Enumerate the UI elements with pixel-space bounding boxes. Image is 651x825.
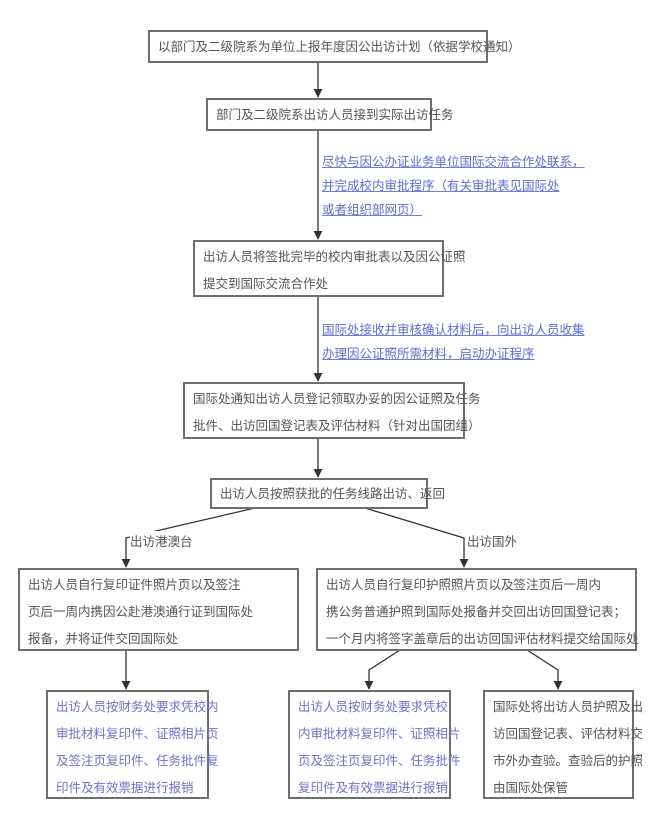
step-text: 提交到国际交流合作处 <box>203 276 329 291</box>
step-text: 页后一周内携因公赴港澳通行证到国际处 <box>28 604 254 619</box>
note-link-line[interactable]: 办理因公证照所需材料，启动办证程序 <box>322 346 535 361</box>
note-link-line[interactable]: 国际处接收并审核确认材料后，向出访人员收集 <box>322 322 585 337</box>
step-text: 页及签注页复印件、任务批件 <box>298 753 461 768</box>
step-hmt-reimburse: 出访人员按财务处要求凭校内 审批材料复印件、证照相片页 及签注页复印件、任务批件… <box>46 690 219 799</box>
step-text: 审批材料复印件、证照相片页 <box>56 726 219 741</box>
step-text: 访回国登记表、评估材料交 <box>493 726 644 741</box>
branch-label-abroad: 出访国外 <box>467 531 518 550</box>
step-text: 国际处通知出访人员登记领取办妥的因公证照及任务 <box>193 391 481 406</box>
step-text: 复印件及有效票据进行报销 <box>298 780 449 795</box>
step-text: 一个月内将签字盖章后的出访回国评估材料提交给国际处 <box>326 631 639 646</box>
step-notify-collect: 国际处通知出访人员登记领取办妥的因公证照及任务 批件、出访回国登记表及评估材料（… <box>183 382 481 439</box>
note-link-line[interactable]: 尽快与因公办证业务单位国际交流合作处联系， <box>322 154 585 169</box>
step-annual-plan: 以部门及二级院系为单位上报年度因公出访计划（依据学校通知） <box>148 30 521 63</box>
note-process-docs[interactable]: 国际处接收并审核确认材料后，向出访人员收集 办理因公证照所需材料，启动办证程序 <box>322 318 585 366</box>
step-abroad-reimburse: 出访人员按财务处要求凭校 内审批材料复印件、证照相片 页及签注页复印件、任务批件… <box>288 690 461 799</box>
step-text: 以部门及二级院系为单位上报年度因公出访计划（依据学校通知） <box>158 39 521 54</box>
step-hmt-report: 出访人员自行复印证件照片页以及签注 页后一周内携因公赴港澳通行证到国际处 报备，… <box>18 568 299 651</box>
step-text: 印件及有效票据进行报销 <box>56 780 194 795</box>
note-contact-office[interactable]: 尽快与因公办证业务单位国际交流合作处联系， 并完成校内审批程序（有关审批表见国际… <box>322 150 585 222</box>
step-text: 国际处将出访人员护照及出 <box>493 699 644 714</box>
step-text: 出访人员自行复印证件照片页以及签注 <box>28 577 241 592</box>
step-text: 出访人员按财务处要求凭校 <box>298 699 449 714</box>
step-text: 内审批材料复印件、证照相片 <box>298 726 461 741</box>
step-passport-custody: 国际处将出访人员护照及出 访回国登记表、评估材料交 市外办查验。查验后的护照 由… <box>483 690 644 799</box>
step-text: 出访人员按财务处要求凭校内 <box>56 699 219 714</box>
step-text: 及签注页复印件、任务批件复 <box>56 753 219 768</box>
arrow-travel-to-abroad <box>364 507 469 568</box>
step-travel: 出访人员按照获批的任务线路出访、返回 <box>210 478 446 509</box>
note-link-line[interactable]: 并完成校内审批程序（有关审批表见国际处 <box>322 178 560 193</box>
step-submit-approval: 出访人员将签批完毕的校内审批表以及因公证照 提交到国际交流合作处 <box>193 240 466 297</box>
step-receive-task: 部门及二级院系出访人员接到实际出访任务 <box>206 98 454 131</box>
step-text: 出访人员自行复印护照照片页以及签注页后一周内 <box>326 577 602 592</box>
arrow-abroad-to-reimburse <box>364 649 401 690</box>
branch-label-hmt: 出访港澳台 <box>130 531 193 550</box>
step-text: 出访人员按照获批的任务线路出访、返回 <box>220 486 446 501</box>
step-text: 市外办查验。查验后的护照 <box>493 753 644 768</box>
arrow-abroad-to-custody <box>526 649 563 690</box>
step-text: 报备，并将证件交回国际处 <box>28 631 179 646</box>
step-text: 部门及二级院系出访人员接到实际出访任务 <box>216 107 454 122</box>
step-abroad-report: 出访人员自行复印护照照片页以及签注页后一周内 携公务普通护照到国际处报备并交回出… <box>316 568 639 651</box>
step-text: 携公务普通护照到国际处报备并交回出访回国登记表； <box>326 604 627 619</box>
step-text: 由国际处保管 <box>493 780 569 795</box>
step-text: 出访人员将签批完毕的校内审批表以及因公证照 <box>203 249 466 264</box>
arrow-travel-to-hmt <box>121 507 256 568</box>
note-link-line[interactable]: 或者组织部网页） <box>322 202 423 217</box>
step-text: 批件、出访回国登记表及评估材料（针对出国团组） <box>193 418 481 433</box>
